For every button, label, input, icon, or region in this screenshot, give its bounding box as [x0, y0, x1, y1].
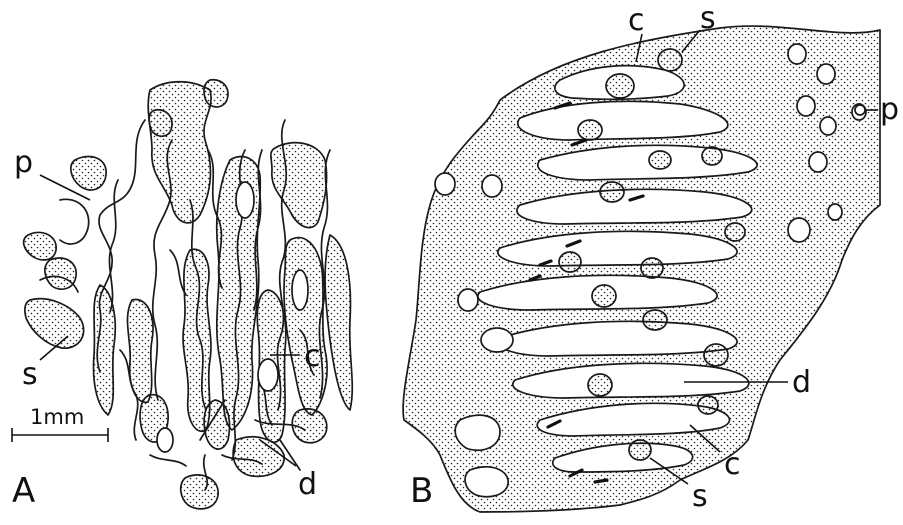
panel-label-a: A [12, 471, 35, 511]
label-a-c: c [304, 339, 321, 374]
label-a-p: p [14, 145, 33, 180]
label-b-d: d [792, 365, 811, 400]
label-b-c-bottom: c [724, 447, 741, 482]
label-a-d: d [298, 467, 317, 502]
label-b-s-top: s [700, 1, 716, 36]
panel-label-b: B [410, 471, 433, 511]
panel-a-drawing [24, 80, 353, 509]
scale-bar-label: 1mm [30, 405, 84, 429]
label-a-s: s [22, 357, 38, 392]
label-b-p: p [880, 92, 899, 127]
panel-b-drawing [403, 26, 880, 512]
label-b-c-top: c [628, 3, 645, 38]
label-b-s-bottom: s [692, 479, 708, 514]
